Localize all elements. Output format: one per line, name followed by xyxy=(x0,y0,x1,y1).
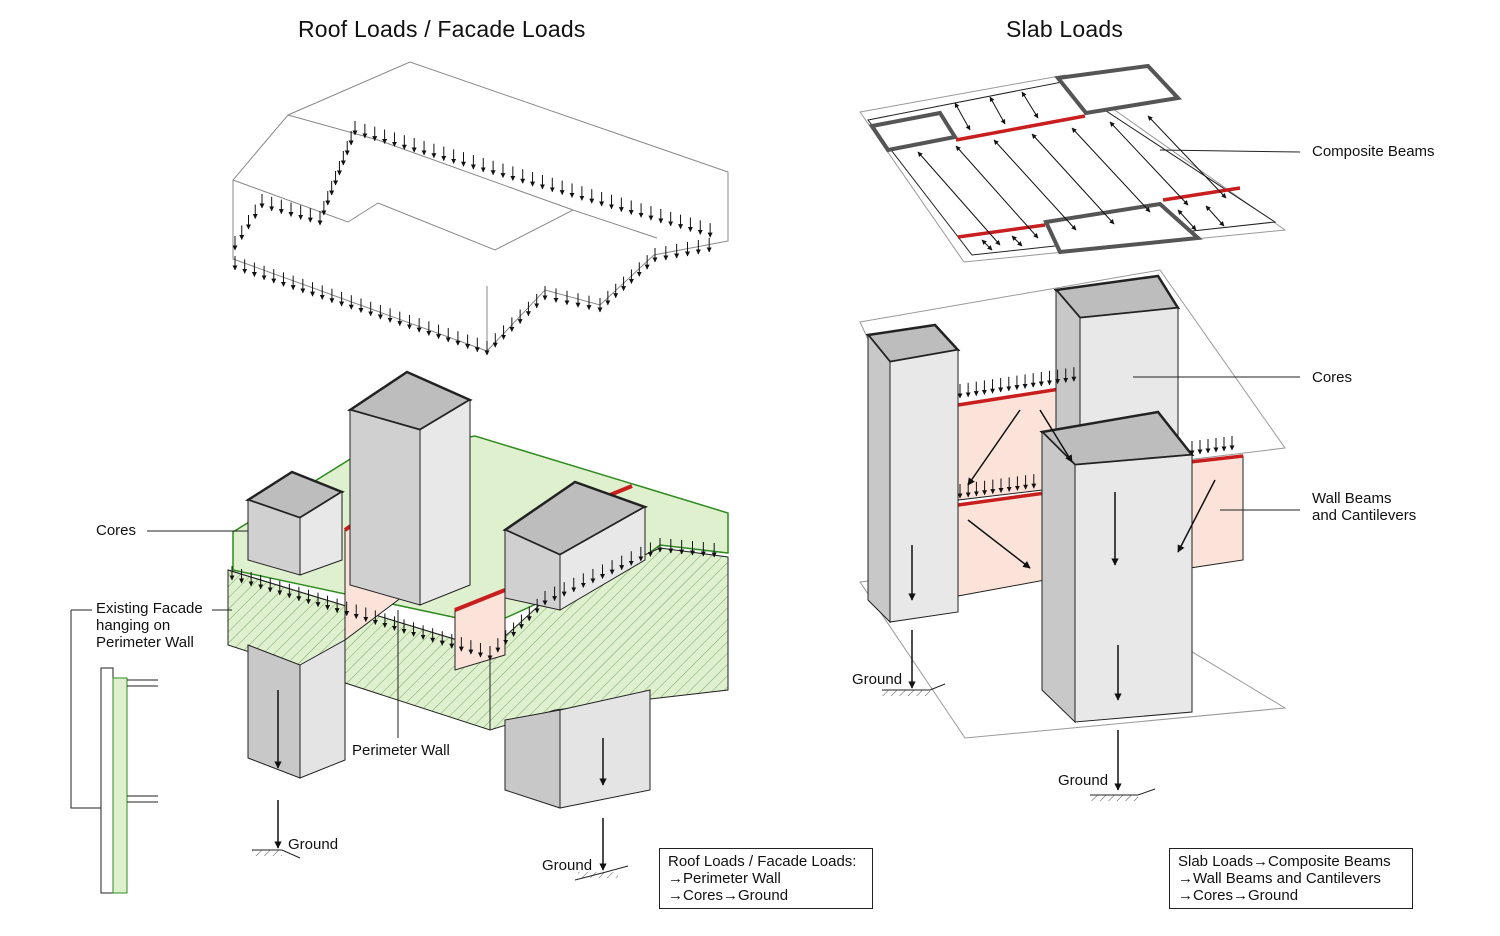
left-ground-symbols xyxy=(252,849,629,881)
slab-span-arrow xyxy=(1205,205,1225,227)
legend-right-line-2: →Wall Beams and Cantilevers xyxy=(1178,870,1381,887)
slab-plate xyxy=(859,63,1287,263)
label-wall-beams: Wall Beams and Cantilevers xyxy=(1312,490,1417,524)
right-ground-symbols xyxy=(882,683,1156,801)
legend-left: Roof Loads / Facade Loads: →Perimeter Wa… xyxy=(659,848,873,909)
slab-span-arrow xyxy=(1147,115,1227,199)
legend-right-line-3: →Cores→Ground xyxy=(1178,887,1299,904)
label-perimeter-wall: Perimeter Wall xyxy=(352,742,450,759)
label-cores-right: Cores xyxy=(1312,369,1353,386)
legend-left-line-1: Roof Loads / Facade Loads: xyxy=(668,853,857,870)
right-title: Slab Loads xyxy=(1006,16,1124,42)
legend-right-line-1: Slab Loads→Composite Beams xyxy=(1178,853,1391,870)
slab-span-arrow xyxy=(1011,235,1023,247)
left-core-down-arrows xyxy=(274,690,607,871)
legend-left-line-2: →Perimeter Wall xyxy=(668,870,781,887)
slab-span-arrow xyxy=(1021,91,1039,119)
label-ground-left-2: Ground xyxy=(542,857,593,874)
slab-span-arrow xyxy=(954,102,971,131)
right-structure xyxy=(859,269,1287,739)
facade-section-detail xyxy=(70,530,399,894)
left-title: Roof Loads / Facade Loads xyxy=(298,16,586,42)
label-ground-right-2: Ground xyxy=(1058,772,1109,789)
perimeter-wall-load-arrows xyxy=(229,538,717,661)
left-cores xyxy=(245,370,651,809)
right-leader-lines xyxy=(1133,149,1301,511)
label-ground-right-1: Ground xyxy=(852,671,903,688)
right-load-path-arrows xyxy=(908,409,1216,791)
label-ground-left-1: Ground xyxy=(288,836,339,853)
label-existing-facade: Existing Facade hanging on Perimeter Wal… xyxy=(96,600,203,651)
legend-right: Slab Loads→Composite Beams →Wall Beams a… xyxy=(1169,848,1413,909)
label-cores-left: Cores xyxy=(96,522,137,539)
legend-left-line-3: →Cores→Ground xyxy=(668,887,789,904)
wall-beam-load-arrows xyxy=(957,367,1235,499)
roof-load-arrows xyxy=(232,121,713,356)
label-composite-beams: Composite Beams xyxy=(1312,143,1435,160)
slab-span-arrow xyxy=(1177,209,1197,231)
slab-span-arrows xyxy=(917,91,1227,251)
slab-span-arrow xyxy=(981,239,993,251)
roof-outline xyxy=(232,61,729,352)
slab-span-arrow xyxy=(989,96,1006,125)
